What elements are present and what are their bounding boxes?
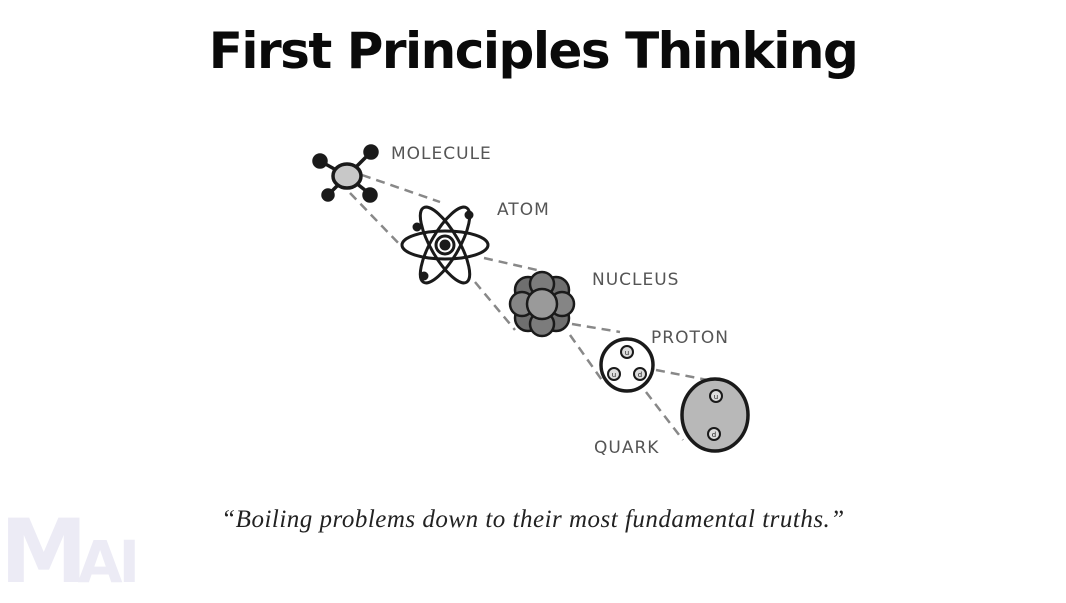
atom-icon	[400, 205, 490, 285]
zoom-connectors	[349, 173, 719, 441]
svg-text:u: u	[612, 371, 616, 379]
molecule-icon	[312, 144, 379, 203]
label-quark: QUARK	[594, 438, 660, 458]
watermark-letters-ai: AI	[77, 528, 141, 596]
svg-text:u: u	[625, 349, 629, 357]
quark-icon: u d	[680, 377, 750, 453]
quote-caption: “Boiling problems down to their most fun…	[221, 506, 845, 533]
label-atom: ATOM	[497, 200, 550, 220]
svg-text:d: d	[712, 431, 716, 439]
label-nucleus: NUCLEUS	[592, 270, 680, 290]
proton-icon: u u d	[599, 337, 655, 393]
watermark-letter-m: M	[0, 500, 88, 603]
nucleus-icon	[508, 270, 576, 338]
watermark-logo: MAI	[0, 508, 141, 596]
label-proton: PROTON	[651, 328, 729, 348]
label-molecule: MOLECULE	[391, 144, 492, 164]
svg-text:d: d	[638, 371, 642, 379]
slide-title: First Principles Thinking	[208, 22, 859, 80]
svg-text:u: u	[714, 393, 718, 401]
